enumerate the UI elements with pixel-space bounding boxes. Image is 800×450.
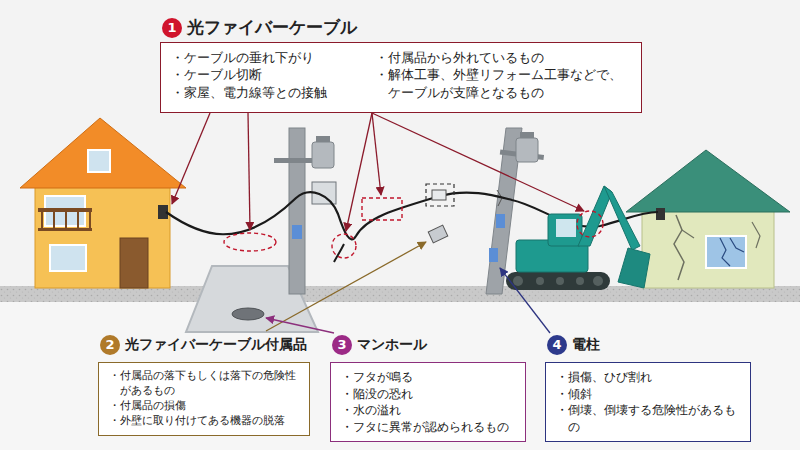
bullet-column: ・付属品の落下もしくは落下の危険性があるもの・付属品の損傷・外壁に取り付けてある… bbox=[109, 369, 299, 429]
bullet-item: ・倒壊、倒壊する危険性があるもの bbox=[556, 402, 740, 435]
callout-box: 光ファイバーケーブル付属品・付属品の落下もしくは落下の危険性があるもの・付属品の… bbox=[98, 362, 310, 436]
left-house bbox=[20, 118, 186, 288]
cut-cable-end bbox=[334, 244, 344, 262]
bullet-columns: ・付属品の落下もしくは落下の危険性があるもの・付属品の損傷・外壁に取り付けてある… bbox=[109, 369, 299, 429]
bullet-item: ・付属品から外れているもの bbox=[375, 49, 631, 66]
bullet-item: ・外壁に取り付けてある機器の脱落 bbox=[109, 414, 299, 429]
manhole bbox=[232, 308, 264, 320]
leader-line bbox=[500, 268, 550, 333]
bullet-item: ・家屋、電力線等との接触 bbox=[171, 84, 361, 101]
callout-box: 光ファイバーケーブル・ケーブルの垂れ下がり・ケーブル切断・家屋、電力線等との接触… bbox=[160, 42, 642, 113]
leader-line bbox=[266, 242, 426, 331]
bullet-item: ・水の溢れ bbox=[341, 402, 515, 419]
callout-title: 光ファイバーケーブル bbox=[187, 16, 357, 39]
bullet-item: ・損傷、ひび割れ bbox=[556, 369, 740, 386]
bullet-columns: ・フタが鳴る・陥没の恐れ・水の溢れ・フタに異常が認められるもの bbox=[341, 369, 515, 435]
bullet-column: ・付属品から外れているもの・解体工事、外壁リフォーム工事などで、ケーブルが支障と… bbox=[375, 49, 631, 101]
leader-lines bbox=[172, 113, 584, 231]
falling-accessory bbox=[428, 225, 448, 243]
bullet-item: ・フタに異常が認められるもの bbox=[341, 419, 515, 436]
bullet-item: ・ケーブル切断 bbox=[171, 66, 361, 83]
callout-title: マンホール bbox=[357, 336, 427, 354]
bullet-item: ・傾斜 bbox=[556, 386, 740, 403]
utility-pole bbox=[274, 128, 336, 294]
bullet-item: ・陥没の恐れ bbox=[341, 386, 515, 403]
right-house bbox=[626, 150, 790, 288]
bullet-columns: ・損傷、ひび割れ・傾斜・倒壊、倒壊する危険性があるもの bbox=[556, 369, 740, 435]
bullet-column: ・損傷、ひび割れ・傾斜・倒壊、倒壊する危険性があるもの bbox=[556, 369, 740, 435]
callout-title: 光ファイバーケーブル付属品 bbox=[125, 336, 307, 354]
bullet-column: ・フタが鳴る・陥没の恐れ・水の溢れ・フタに異常が認められるもの bbox=[341, 369, 515, 435]
callout-number: 1 bbox=[162, 18, 182, 38]
bullet-item: ・ケーブルの垂れ下がり bbox=[171, 49, 361, 66]
callout-number: 4 bbox=[547, 335, 567, 355]
bullet-item: ・付属品の落下もしくは落下の危険性があるもの bbox=[109, 369, 299, 399]
bullet-item: ・解体工事、外壁リフォーム工事などで、ケーブルが支障となるもの bbox=[375, 66, 631, 101]
callout-box: マンホール・フタが鳴る・陥没の恐れ・水の溢れ・フタに異常が認められるもの bbox=[330, 362, 526, 442]
excavator bbox=[506, 186, 650, 290]
callout-number: 2 bbox=[100, 335, 120, 355]
bullet-column: ・ケーブルの垂れ下がり・ケーブル切断・家屋、電力線等との接触 bbox=[171, 49, 361, 101]
bullet-item: ・付属品の損傷 bbox=[109, 399, 299, 414]
callout-title: 電柱 bbox=[572, 336, 600, 354]
callout-number: 3 bbox=[332, 335, 352, 355]
closure bbox=[432, 190, 446, 200]
leader-line bbox=[266, 318, 334, 333]
callout-box: 電柱・損傷、ひび割れ・傾斜・倒壊、倒壊する危険性があるもの bbox=[545, 362, 751, 442]
bullet-columns: ・ケーブルの垂れ下がり・ケーブル切断・家屋、電力線等との接触・付属品から外れてい… bbox=[171, 49, 631, 101]
bullet-item: ・フタが鳴る bbox=[341, 369, 515, 386]
